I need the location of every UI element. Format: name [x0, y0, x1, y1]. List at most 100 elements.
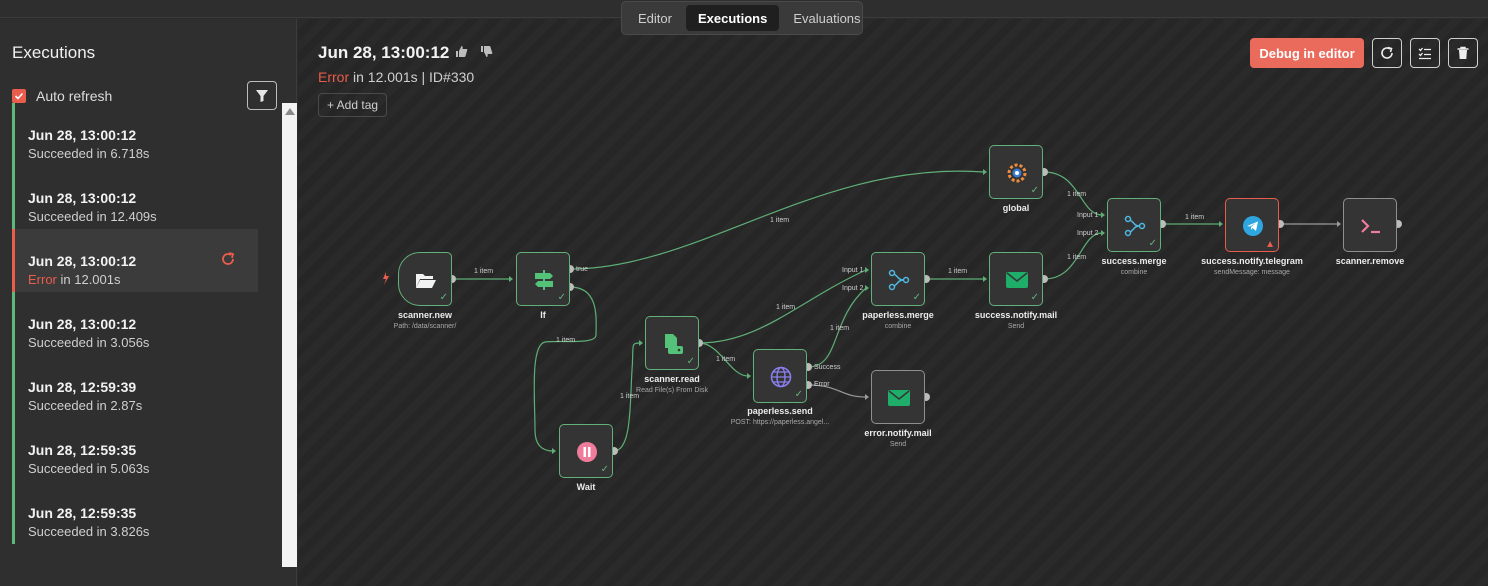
success-check-icon: ✓: [1148, 238, 1157, 249]
success-check-icon: ✓: [912, 292, 921, 303]
success-check-icon: ✓: [1030, 292, 1039, 303]
file-read-icon: [660, 331, 686, 357]
success-check-icon: ✓: [439, 292, 448, 303]
node-success-notify-mail[interactable]: ✓: [989, 252, 1043, 306]
node-success-merge[interactable]: ✓: [1107, 198, 1161, 252]
node-global[interactable]: ✓: [989, 145, 1043, 199]
node-success-notify-telegram[interactable]: ▲: [1225, 198, 1279, 252]
execution-time: Jun 28, 13:00:12: [28, 316, 137, 332]
execution-time: Jun 28, 13:00:12: [28, 253, 137, 269]
retry-button[interactable]: [220, 251, 236, 272]
input-label: Input 2: [1077, 230, 1099, 237]
node-subtitle: Read File(s) From Disk: [636, 387, 708, 394]
node-scanner-remove[interactable]: [1343, 198, 1397, 252]
execution-status: Error in 12.001s: [28, 272, 258, 287]
node-label: scanner.read: [644, 374, 700, 384]
folder-open-icon: [413, 267, 439, 293]
retry-execution-button[interactable]: [1372, 38, 1402, 68]
view-tabs: Editor Executions Evaluations: [621, 1, 863, 35]
edge-label: 1 item: [948, 268, 967, 275]
input-label: Input 1: [842, 267, 864, 274]
execution-meta: in 12.001s | ID#330: [349, 69, 475, 85]
check-icon: [14, 92, 24, 100]
edge-label-true: true: [576, 266, 588, 273]
tab-evaluations[interactable]: Evaluations: [793, 10, 861, 26]
trash-icon: [1457, 46, 1469, 59]
execution-status: Succeeded in 3.056s: [28, 335, 150, 350]
node-subtitle: combine: [1120, 269, 1148, 276]
add-tag-button[interactable]: + Add tag: [318, 93, 388, 117]
edge-label: 1 item: [1067, 254, 1086, 261]
execution-item[interactable]: Jun 28, 12:59:39 Succeeded in 2.87s: [12, 355, 258, 418]
thumbs-up-icon[interactable]: [455, 45, 468, 58]
edge-label: 1 item: [830, 325, 849, 332]
merge-icon: [886, 267, 912, 293]
filter-button[interactable]: [247, 81, 277, 110]
node-scanner-new[interactable]: ✓: [398, 252, 452, 306]
edge-label-success: Success: [814, 364, 841, 371]
execution-item[interactable]: Jun 28, 12:59:35 Succeeded in 3.826s: [12, 481, 258, 544]
annotate-button[interactable]: [1410, 38, 1440, 68]
execution-item[interactable]: Jun 28, 13:00:12 Succeeded in 12.409s: [12, 166, 258, 229]
node-scanner-read[interactable]: ✓: [645, 316, 699, 370]
sidebar-scrollbar[interactable]: [282, 103, 297, 567]
success-check-icon: ✓: [557, 292, 566, 303]
execution-item[interactable]: Jun 28, 13:00:12 Succeeded in 3.056s: [12, 292, 258, 355]
node-paperless-send[interactable]: ✓: [753, 349, 807, 403]
filter-icon: [256, 89, 268, 102]
thumbs-down-icon[interactable]: [480, 45, 493, 58]
execution-item-selected[interactable]: Jun 28, 13:00:12 Error in 12.001s: [12, 229, 258, 292]
execution-status: Succeeded in 12.409s: [28, 209, 157, 224]
delete-execution-button[interactable]: [1448, 38, 1478, 68]
node-label: paperless.send: [747, 406, 813, 416]
node-subtitle: Path: /data/scanner/: [393, 323, 457, 330]
input-label: Input 2: [842, 285, 864, 292]
checklist-icon: [1418, 47, 1431, 60]
execution-status: Succeeded in 3.826s: [28, 524, 150, 539]
execution-status: Succeeded in 5.063s: [28, 461, 150, 476]
error-label: Error: [28, 272, 57, 287]
node-if[interactable]: ✓: [516, 252, 570, 306]
mail-icon: [886, 385, 912, 411]
node-error-notify-mail[interactable]: [871, 370, 925, 424]
scroll-up-icon[interactable]: [285, 108, 295, 115]
telegram-icon: [1240, 213, 1266, 239]
success-check-icon: ✓: [794, 389, 803, 400]
debug-in-editor-button[interactable]: Debug in editor: [1250, 38, 1364, 68]
node-subtitle: sendMessage: message: [1214, 269, 1290, 276]
execution-time: Jun 28, 12:59:39: [28, 379, 137, 395]
merge-icon: [1122, 213, 1148, 239]
execution-time: Jun 28, 12:59:35: [28, 442, 137, 458]
node-subtitle: Send: [1007, 323, 1025, 330]
terminal-icon: [1358, 213, 1384, 239]
retry-icon: [222, 252, 235, 265]
auto-refresh-toggle[interactable]: Auto refresh: [12, 88, 112, 104]
execution-item[interactable]: Jun 28, 12:59:35 Succeeded in 5.063s: [12, 418, 258, 481]
execution-time: Jun 28, 12:59:35: [28, 505, 137, 521]
execution-status: Succeeded in 6.718s: [28, 146, 150, 161]
error-label: Error: [318, 69, 350, 85]
node-paperless-merge[interactable]: ✓: [871, 252, 925, 306]
execution-status: Succeeded in 2.87s: [28, 398, 143, 413]
node-wait[interactable]: ✓: [559, 424, 613, 478]
edge-label: 1 item: [770, 217, 789, 224]
node-label: success.notify.telegram: [1201, 256, 1303, 266]
node-subtitle: combine: [884, 323, 912, 330]
tab-executions[interactable]: Executions: [685, 5, 780, 31]
auto-refresh-checkbox[interactable]: [12, 89, 26, 103]
node-label: Wait: [576, 482, 596, 492]
globe-icon: [768, 364, 794, 390]
gear-network-icon: [1004, 160, 1030, 186]
sidebar-title: Executions: [12, 43, 96, 62]
node-label: error.notify.mail: [864, 428, 932, 438]
node-label: success.merge: [1101, 256, 1167, 266]
rating: [455, 45, 493, 58]
node-subtitle: Send: [889, 441, 907, 448]
mail-icon: [1004, 267, 1030, 293]
node-label: If: [540, 310, 546, 320]
node-label: global: [1002, 203, 1030, 213]
tab-editor[interactable]: Editor: [638, 10, 672, 26]
node-label: success.notify.mail: [974, 310, 1058, 320]
execution-time: Jun 28, 13:00:12: [28, 127, 137, 143]
execution-item[interactable]: Jun 28, 13:00:12 Succeeded in 6.718s: [12, 103, 258, 166]
